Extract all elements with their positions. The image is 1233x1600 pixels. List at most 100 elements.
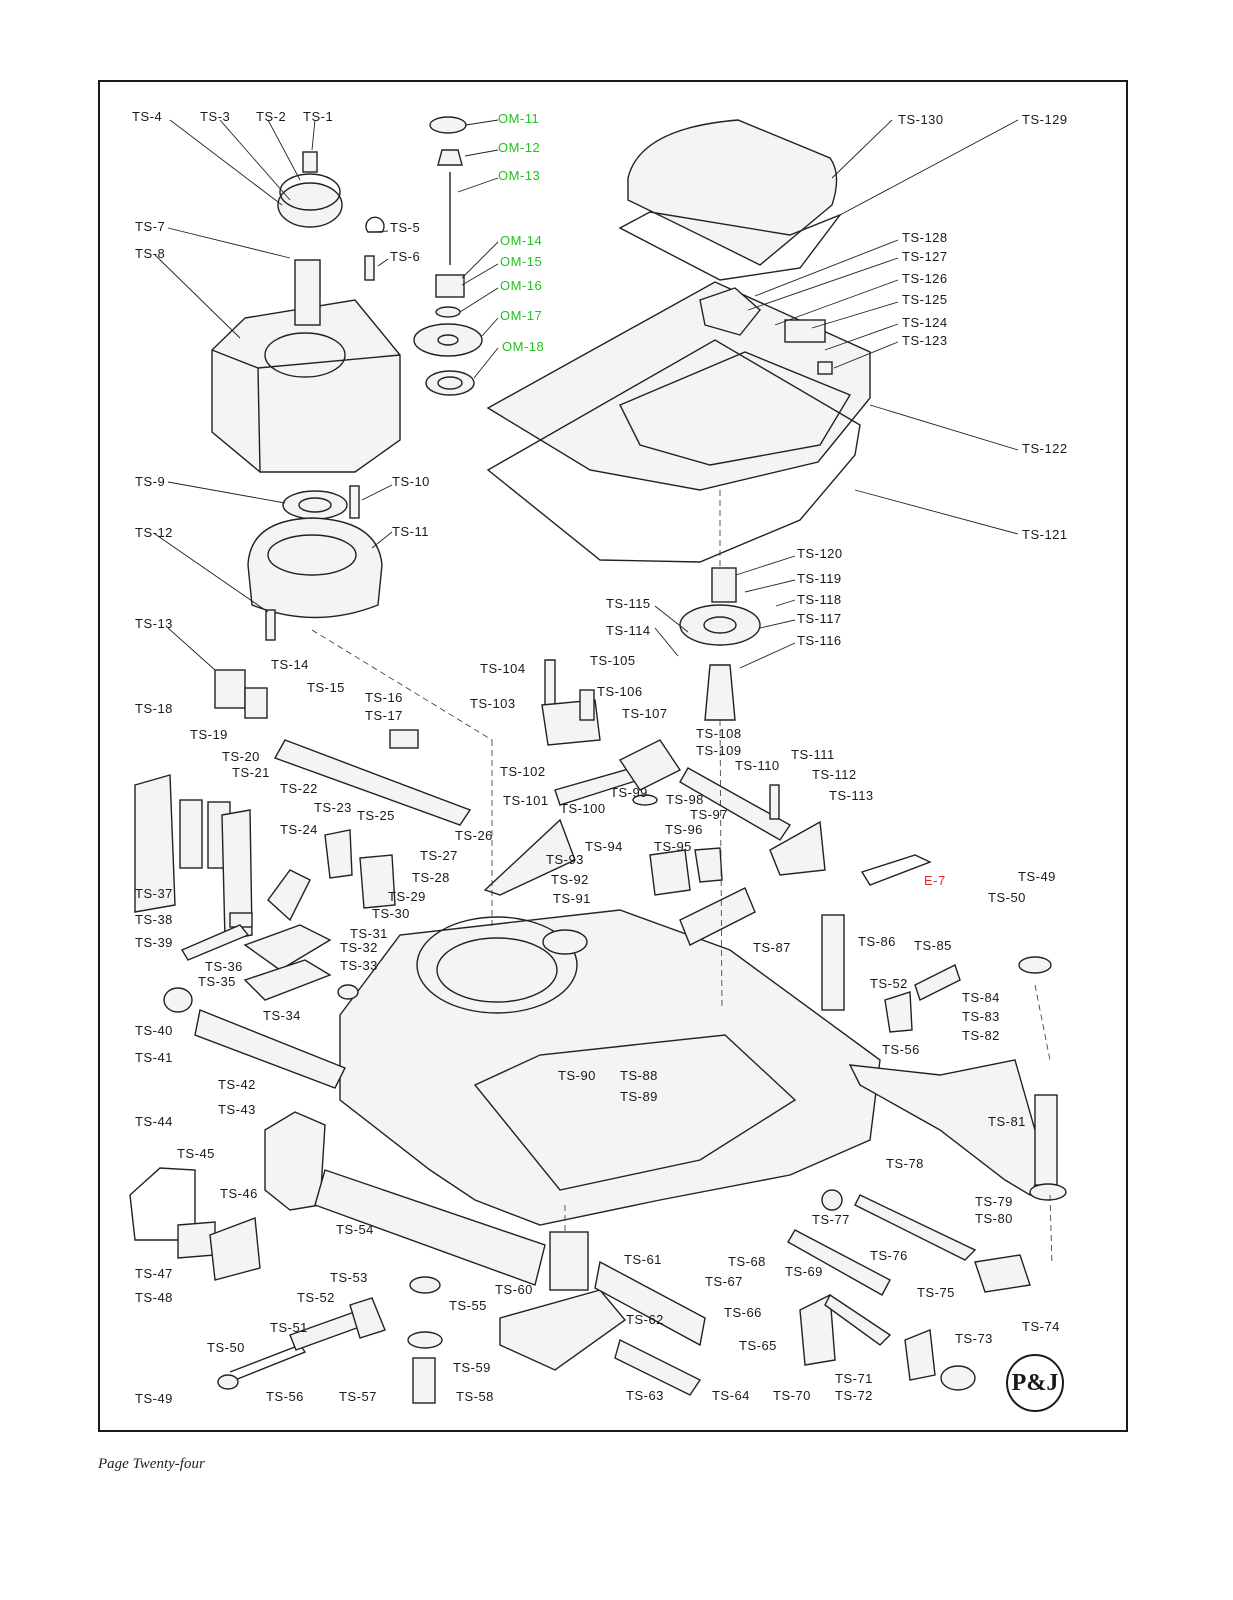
- part-label-ts-53: TS-53: [330, 1270, 368, 1285]
- part-label-ts-92: TS-92: [551, 872, 589, 887]
- part-label-ts-114: TS-114: [606, 623, 651, 638]
- part-label-ts-81: TS-81: [988, 1114, 1026, 1129]
- part-label-ts-123: TS-123: [902, 333, 948, 348]
- part-label-ts-49: TS-49: [1018, 869, 1056, 884]
- part-label-ts-127: TS-127: [902, 249, 948, 264]
- part-label-ts-62: TS-62: [626, 1312, 664, 1327]
- part-label-ts-26: TS-26: [455, 828, 493, 843]
- part-label-ts-79: TS-79: [975, 1194, 1013, 1209]
- part-label-ts-5: TS-5: [390, 220, 420, 235]
- part-label-ts-75: TS-75: [917, 1285, 955, 1300]
- part-label-ts-103: TS-103: [470, 696, 516, 711]
- part-label-ts-34: TS-34: [263, 1008, 301, 1023]
- part-label-ts-20: TS-20: [222, 749, 260, 764]
- part-label-om-15: OM-15: [500, 254, 542, 269]
- part-label-ts-43: TS-43: [218, 1102, 256, 1117]
- part-label-ts-118: TS-118: [797, 592, 842, 607]
- part-label-ts-54: TS-54: [336, 1222, 374, 1237]
- part-label-ts-106: TS-106: [597, 684, 643, 699]
- part-label-ts-39: TS-39: [135, 935, 173, 950]
- part-label-ts-63: TS-63: [626, 1388, 664, 1403]
- part-label-ts-36: TS-36: [205, 959, 243, 974]
- part-label-ts-19: TS-19: [190, 727, 228, 742]
- part-label-ts-32: TS-32: [340, 940, 378, 955]
- part-label-ts-105: TS-105: [590, 653, 636, 668]
- part-label-ts-130: TS-130: [898, 112, 944, 127]
- part-label-ts-110: TS-110: [735, 758, 780, 773]
- part-label-ts-61: TS-61: [624, 1252, 662, 1267]
- part-label-ts-84: TS-84: [962, 990, 1000, 1005]
- part-label-ts-8: TS-8: [135, 246, 165, 261]
- part-label-ts-88: TS-88: [620, 1068, 658, 1083]
- part-label-ts-49: TS-49: [135, 1391, 173, 1406]
- part-label-ts-15: TS-15: [307, 680, 345, 695]
- part-label-om-16: OM-16: [500, 278, 542, 293]
- part-label-ts-115: TS-115: [606, 596, 651, 611]
- part-label-ts-60: TS-60: [495, 1282, 533, 1297]
- part-label-ts-117: TS-117: [797, 611, 842, 626]
- part-label-ts-122: TS-122: [1022, 441, 1068, 456]
- part-label-ts-94: TS-94: [585, 839, 623, 854]
- part-label-ts-25: TS-25: [357, 808, 395, 823]
- part-label-ts-23: TS-23: [314, 800, 352, 815]
- part-label-ts-41: TS-41: [135, 1050, 173, 1065]
- part-label-ts-56: TS-56: [266, 1389, 304, 1404]
- part-label-ts-13: TS-13: [135, 616, 173, 631]
- part-label-ts-16: TS-16: [365, 690, 403, 705]
- part-label-ts-102: TS-102: [500, 764, 546, 779]
- part-label-ts-58: TS-58: [456, 1389, 494, 1404]
- part-label-ts-51: TS-51: [270, 1320, 308, 1335]
- part-label-ts-29: TS-29: [388, 889, 426, 904]
- part-label-ts-24: TS-24: [280, 822, 318, 837]
- part-label-ts-2: TS-2: [256, 109, 286, 124]
- part-label-ts-129: TS-129: [1022, 112, 1068, 127]
- part-label-ts-52: TS-52: [297, 1290, 335, 1305]
- part-label-e-7: E-7: [924, 873, 946, 888]
- part-label-ts-12: TS-12: [135, 525, 173, 540]
- part-label-ts-45: TS-45: [177, 1146, 215, 1161]
- part-label-ts-10: TS-10: [392, 474, 430, 489]
- part-label-ts-40: TS-40: [135, 1023, 173, 1038]
- part-label-ts-3: TS-3: [200, 109, 230, 124]
- part-label-ts-17: TS-17: [365, 708, 403, 723]
- part-label-ts-57: TS-57: [339, 1389, 377, 1404]
- part-label-ts-55: TS-55: [449, 1298, 487, 1313]
- part-label-ts-18: TS-18: [135, 701, 173, 716]
- part-label-ts-28: TS-28: [412, 870, 450, 885]
- part-label-ts-112: TS-112: [812, 767, 857, 782]
- part-label-ts-101: TS-101: [503, 793, 549, 808]
- part-label-ts-73: TS-73: [955, 1331, 993, 1346]
- part-label-ts-78: TS-78: [886, 1156, 924, 1171]
- part-label-ts-77: TS-77: [812, 1212, 850, 1227]
- part-label-ts-65: TS-65: [739, 1338, 777, 1353]
- part-label-ts-87: TS-87: [753, 940, 791, 955]
- part-label-ts-96: TS-96: [665, 822, 703, 837]
- part-label-ts-98: TS-98: [666, 792, 704, 807]
- part-label-om-13: OM-13: [498, 168, 540, 183]
- part-label-ts-80: TS-80: [975, 1211, 1013, 1226]
- part-label-ts-21: TS-21: [232, 765, 270, 780]
- part-label-om-14: OM-14: [500, 233, 542, 248]
- part-label-ts-99: TS-99: [610, 785, 648, 800]
- part-label-ts-70: TS-70: [773, 1388, 811, 1403]
- part-label-ts-68: TS-68: [728, 1254, 766, 1269]
- part-label-ts-111: TS-111: [791, 747, 835, 762]
- part-label-ts-82: TS-82: [962, 1028, 1000, 1043]
- part-label-om-17: OM-17: [500, 308, 542, 323]
- part-label-ts-116: TS-116: [797, 633, 842, 648]
- part-label-ts-85: TS-85: [914, 938, 952, 953]
- parts-drawing: [129, 116, 1067, 1404]
- part-label-ts-64: TS-64: [712, 1388, 750, 1403]
- part-label-om-18: OM-18: [502, 339, 544, 354]
- part-label-ts-44: TS-44: [135, 1114, 173, 1129]
- part-label-ts-6: TS-6: [390, 249, 420, 264]
- part-label-ts-69: TS-69: [785, 1264, 823, 1279]
- logo-text: P&J: [1011, 1369, 1059, 1396]
- part-label-ts-33: TS-33: [340, 958, 378, 973]
- part-label-ts-95: TS-95: [654, 839, 692, 854]
- part-label-ts-48: TS-48: [135, 1290, 173, 1305]
- part-label-ts-11: TS-11: [392, 524, 429, 539]
- part-label-ts-121: TS-121: [1022, 527, 1068, 542]
- part-label-ts-47: TS-47: [135, 1266, 173, 1281]
